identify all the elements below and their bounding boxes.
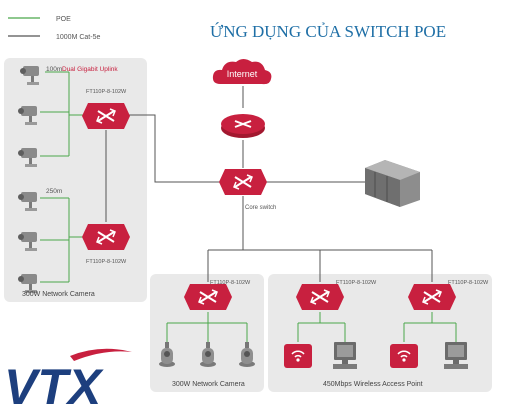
cat5e-links [105,86,433,282]
desktop-pc-2 [444,342,468,369]
core-switch [218,168,268,196]
access-point-2 [389,343,419,369]
right-switch-left-label: FT110P-8-102W [336,280,377,286]
core-switch-label: Core switch [245,205,276,211]
mid-switch-label: FT110P-8-102W [210,280,251,286]
vtx-logo: VTX [4,348,132,410]
mid-switch [183,283,233,311]
internet-cloud: Internet [212,59,272,85]
mid-caption: 300W Network Camera [172,381,245,388]
legend-poe-label: POE [56,16,71,23]
right-switch-left [295,283,345,311]
left-caption: 300W Network Camera [22,291,95,298]
server-rack-icon [365,160,420,207]
internet-label: Internet [227,69,258,79]
left-switch-bottom [81,223,131,251]
poe-links [40,71,457,342]
vtx-logo-text: VTX [4,359,104,410]
uplink-label: Dual Gigabit Uplink [62,66,118,73]
left-switch-top [81,102,131,130]
legend-cat5e-label: 1000M Cat-5e [56,34,100,41]
right-caption: 450Mbps Wireless Access Point [323,381,423,388]
page-title: ỨNG DỤNG CỦA SWITCH POE [210,22,446,41]
desktop-pc-1 [333,342,357,369]
bottom-mid-panel [150,274,264,392]
access-point-1 [283,343,313,369]
right-switch-right-label: FT110P-8-102W [448,280,489,286]
right-switch-right [407,283,457,311]
left-switch-top-label: FT110P-8-102W [86,89,127,95]
internet-router [221,114,265,138]
distance-250m: 250m [46,188,62,195]
left-switch-bottom-label: FT110P-8-102W [86,259,127,265]
distance-100m: 100m [46,66,62,73]
